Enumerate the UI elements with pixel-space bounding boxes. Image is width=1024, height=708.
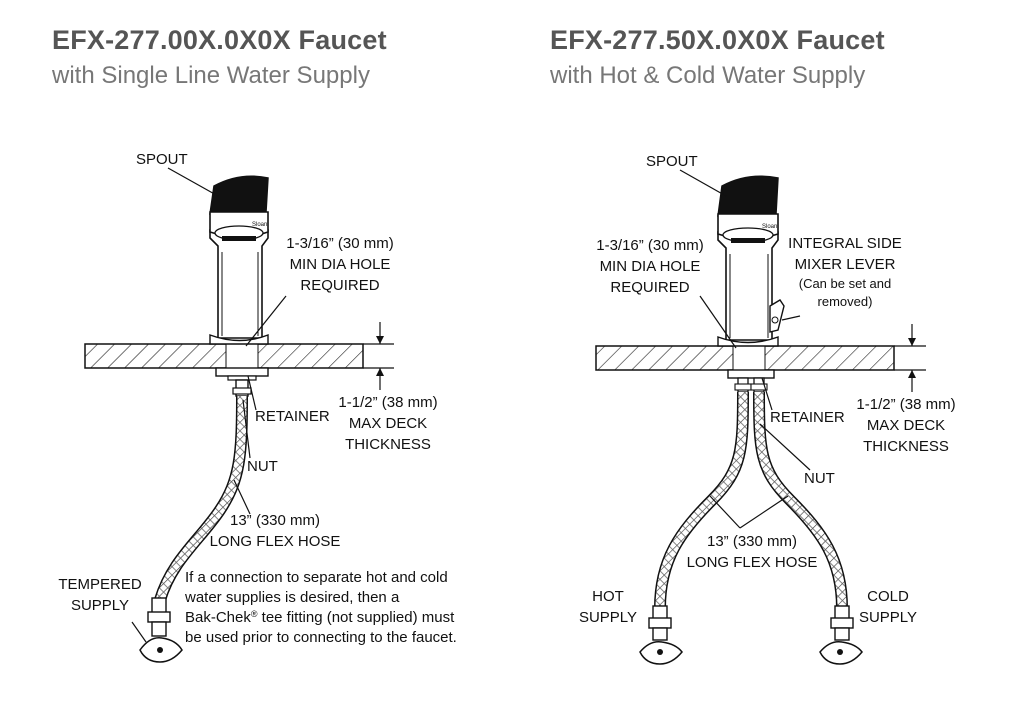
left-leader-lines — [167, 167, 394, 515]
left-flex-hose — [155, 395, 247, 602]
left-note-reg: ® — [251, 609, 258, 619]
right-hot-label-2: SUPPLY — [579, 609, 637, 626]
right-cold-label-1: COLD — [867, 588, 909, 605]
left-retainer — [215, 367, 269, 381]
left-note-line-3: Bak-Chek® tee fitting (not supplied) mus… — [185, 609, 455, 626]
left-deck-label-1: 1-1/2” (38 mm) — [338, 394, 437, 411]
left-hose-label-2: LONG FLEX HOSE — [210, 533, 341, 550]
left-note-line-1: If a connection to separate hot and cold — [185, 569, 448, 586]
right-faucet-body — [717, 231, 779, 347]
left-hose-label-1: 13” (330 mm) — [230, 512, 320, 529]
right-diagram: Sloan — [579, 153, 956, 665]
right-hot-valve — [639, 605, 683, 665]
right-retainer-label: RETAINER — [770, 409, 845, 426]
left-supply-label-1: TEMPERED — [58, 576, 142, 593]
right-deck-label-2: MAX DECK — [867, 417, 945, 434]
left-supply-label-2: SUPPLY — [71, 597, 129, 614]
left-hole-label-1: 1-3/16” (30 mm) — [286, 235, 394, 252]
right-subtitle: with Hot & Cold Water Supply — [550, 62, 866, 89]
left-nut — [232, 379, 252, 397]
left-hole-label-2: MIN DIA HOLE — [290, 256, 391, 273]
left-note-line-3b: tee fitting (not supplied) must — [258, 609, 456, 626]
left-spout: Sloan — [209, 175, 269, 241]
right-cold-label-2: SUPPLY — [859, 609, 917, 626]
right-cold-valve — [819, 605, 863, 665]
right-mixer-lever — [769, 299, 785, 333]
right-deck-hole — [732, 345, 766, 371]
left-note-brand: Bak-Chek — [185, 609, 251, 626]
svg-text:Sloan: Sloan — [762, 224, 777, 230]
left-faucet-body — [209, 229, 269, 345]
left-deck-label-3: THICKNESS — [345, 436, 431, 453]
right-hole-label-3: REQUIRED — [610, 279, 689, 296]
right-lever-label-4: removed) — [818, 294, 873, 309]
left-supply-valve — [131, 597, 183, 663]
left-deck-hole — [225, 343, 259, 369]
left-diagram: Sloan — [58, 151, 457, 663]
right-hose-label-1: 13” (330 mm) — [707, 533, 797, 550]
right-hot-hose — [655, 391, 748, 609]
right-hole-label-2: MIN DIA HOLE — [600, 258, 701, 275]
right-lever-label-3: (Can be set and — [799, 276, 892, 291]
left-countertop-deck — [84, 343, 364, 369]
left-hole-label-3: REQUIRED — [300, 277, 379, 294]
right-spout-label: SPOUT — [646, 153, 698, 170]
left-note-line-4: be used prior to connecting to the fauce… — [185, 629, 457, 646]
right-hot-hose-outline — [654, 391, 749, 609]
left-note-line-2: water supplies is desired, then a — [184, 589, 400, 606]
right-hot-label-1: HOT — [592, 588, 624, 605]
right-title: EFX-277.50X.0X0X Faucet — [550, 25, 885, 55]
right-deck-label-3: THICKNESS — [863, 438, 949, 455]
right-deck-label-1: 1-1/2” (38 mm) — [856, 396, 955, 413]
right-lever-label-1: INTEGRAL SIDE — [788, 235, 902, 252]
right-hose-label-2: LONG FLEX HOSE — [687, 554, 818, 571]
left-retainer-label: RETAINER — [255, 408, 330, 425]
svg-text:Sloan: Sloan — [252, 222, 267, 228]
right-spout: Sloan — [717, 175, 779, 243]
right-hole-label-1: 1-3/16” (30 mm) — [596, 237, 704, 254]
right-retainer — [727, 369, 775, 379]
right-lever-label-2: MIXER LEVER — [795, 256, 896, 273]
left-nut-label: NUT — [247, 458, 278, 475]
left-subtitle: with Single Line Water Supply — [52, 62, 370, 89]
right-cold-hose — [754, 391, 847, 609]
left-spout-label: SPOUT — [136, 151, 188, 168]
right-nut-label: NUT — [804, 470, 835, 487]
left-deck-label-2: MAX DECK — [349, 415, 427, 432]
left-title: EFX-277.00X.0X0X Faucet — [52, 25, 387, 55]
